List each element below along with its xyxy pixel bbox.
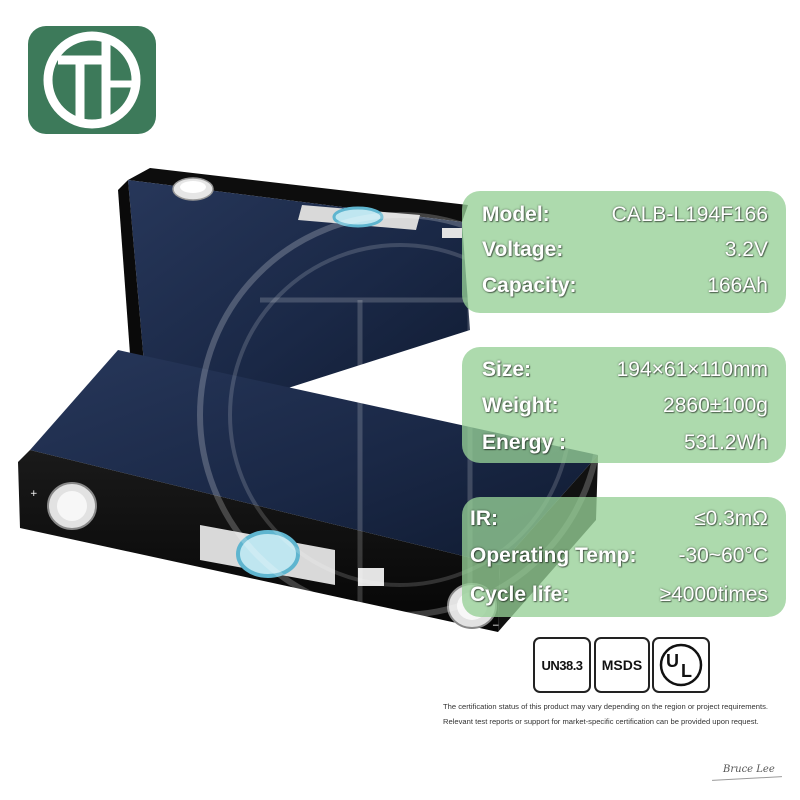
svg-text:+: + [30,489,38,499]
spec-label: Cycle life: [470,583,570,606]
spec-value: ≥4000times [659,583,768,606]
spec-row-ir: IR: ≤0.3mΩ [470,503,768,537]
spec-label: Capacity: [482,274,577,297]
spec-value: -30~60°C [678,544,768,567]
ul-badge: U L [652,637,710,693]
spec-label: Weight: [482,394,559,417]
spec-row-size: Size: 194×61×110mm [482,354,768,388]
brand-logo [28,26,156,134]
spec-row-voltage: Voltage: 3.2V [482,234,768,268]
spec-value: 2860±100g [663,394,768,417]
spec-label: Energy : [482,431,567,454]
spec-label: IR: [470,507,498,530]
spec-row-capacity: Capacity: 166Ah [482,270,768,304]
ul-letter-u: U [666,651,679,671]
msds-label: MSDS [601,657,643,673]
svg-text:−: − [492,621,500,631]
spec-value: 3.2V [724,238,768,261]
spec-label: Size: [482,358,532,381]
ul-mark-icon: U L [659,643,703,687]
spec-value: 194×61×110mm [616,358,768,381]
spec-value: CALB-L194F166 [611,203,768,226]
spec-row-operating-temp: Operating Temp: -30~60°C [470,540,768,574]
spec-card-electrical: Model: CALB-L194F166 Voltage: 3.2V Capac… [462,191,786,313]
th-monogram-icon [43,31,141,129]
spec-row-weight: Weight: 2860±100g [482,390,768,424]
spec-row-model: Model: CALB-L194F166 [482,199,768,233]
un38-3-badge: UN38.3 [533,637,591,693]
spec-value: 166Ah [707,274,768,297]
spec-card-physical: Size: 194×61×110mm Weight: 2860±100g Ene… [462,347,786,463]
spec-label: Operating Temp: [470,544,637,567]
msds-badge: MSDS [594,637,650,693]
spec-row-energy: Energy : 531.2Wh [482,427,768,461]
certification-disclaimer: The certification status of this product… [443,702,769,726]
upright-battery-cell [118,168,470,436]
ul-letter-l: L [681,661,692,681]
spec-value: ≤0.3mΩ [694,507,768,530]
spec-value: 531.2Wh [683,431,768,454]
spec-row-cycle-life: Cycle life: ≥4000times [470,579,768,613]
signature: Bruce Lee [723,764,775,775]
spec-label: Voltage: [482,238,564,261]
spec-card-performance: IR: ≤0.3mΩ Operating Temp: -30~60°C Cycl… [462,497,786,617]
spec-label: Model: [482,203,550,226]
un38-3-label: UN38.3 [541,657,583,673]
